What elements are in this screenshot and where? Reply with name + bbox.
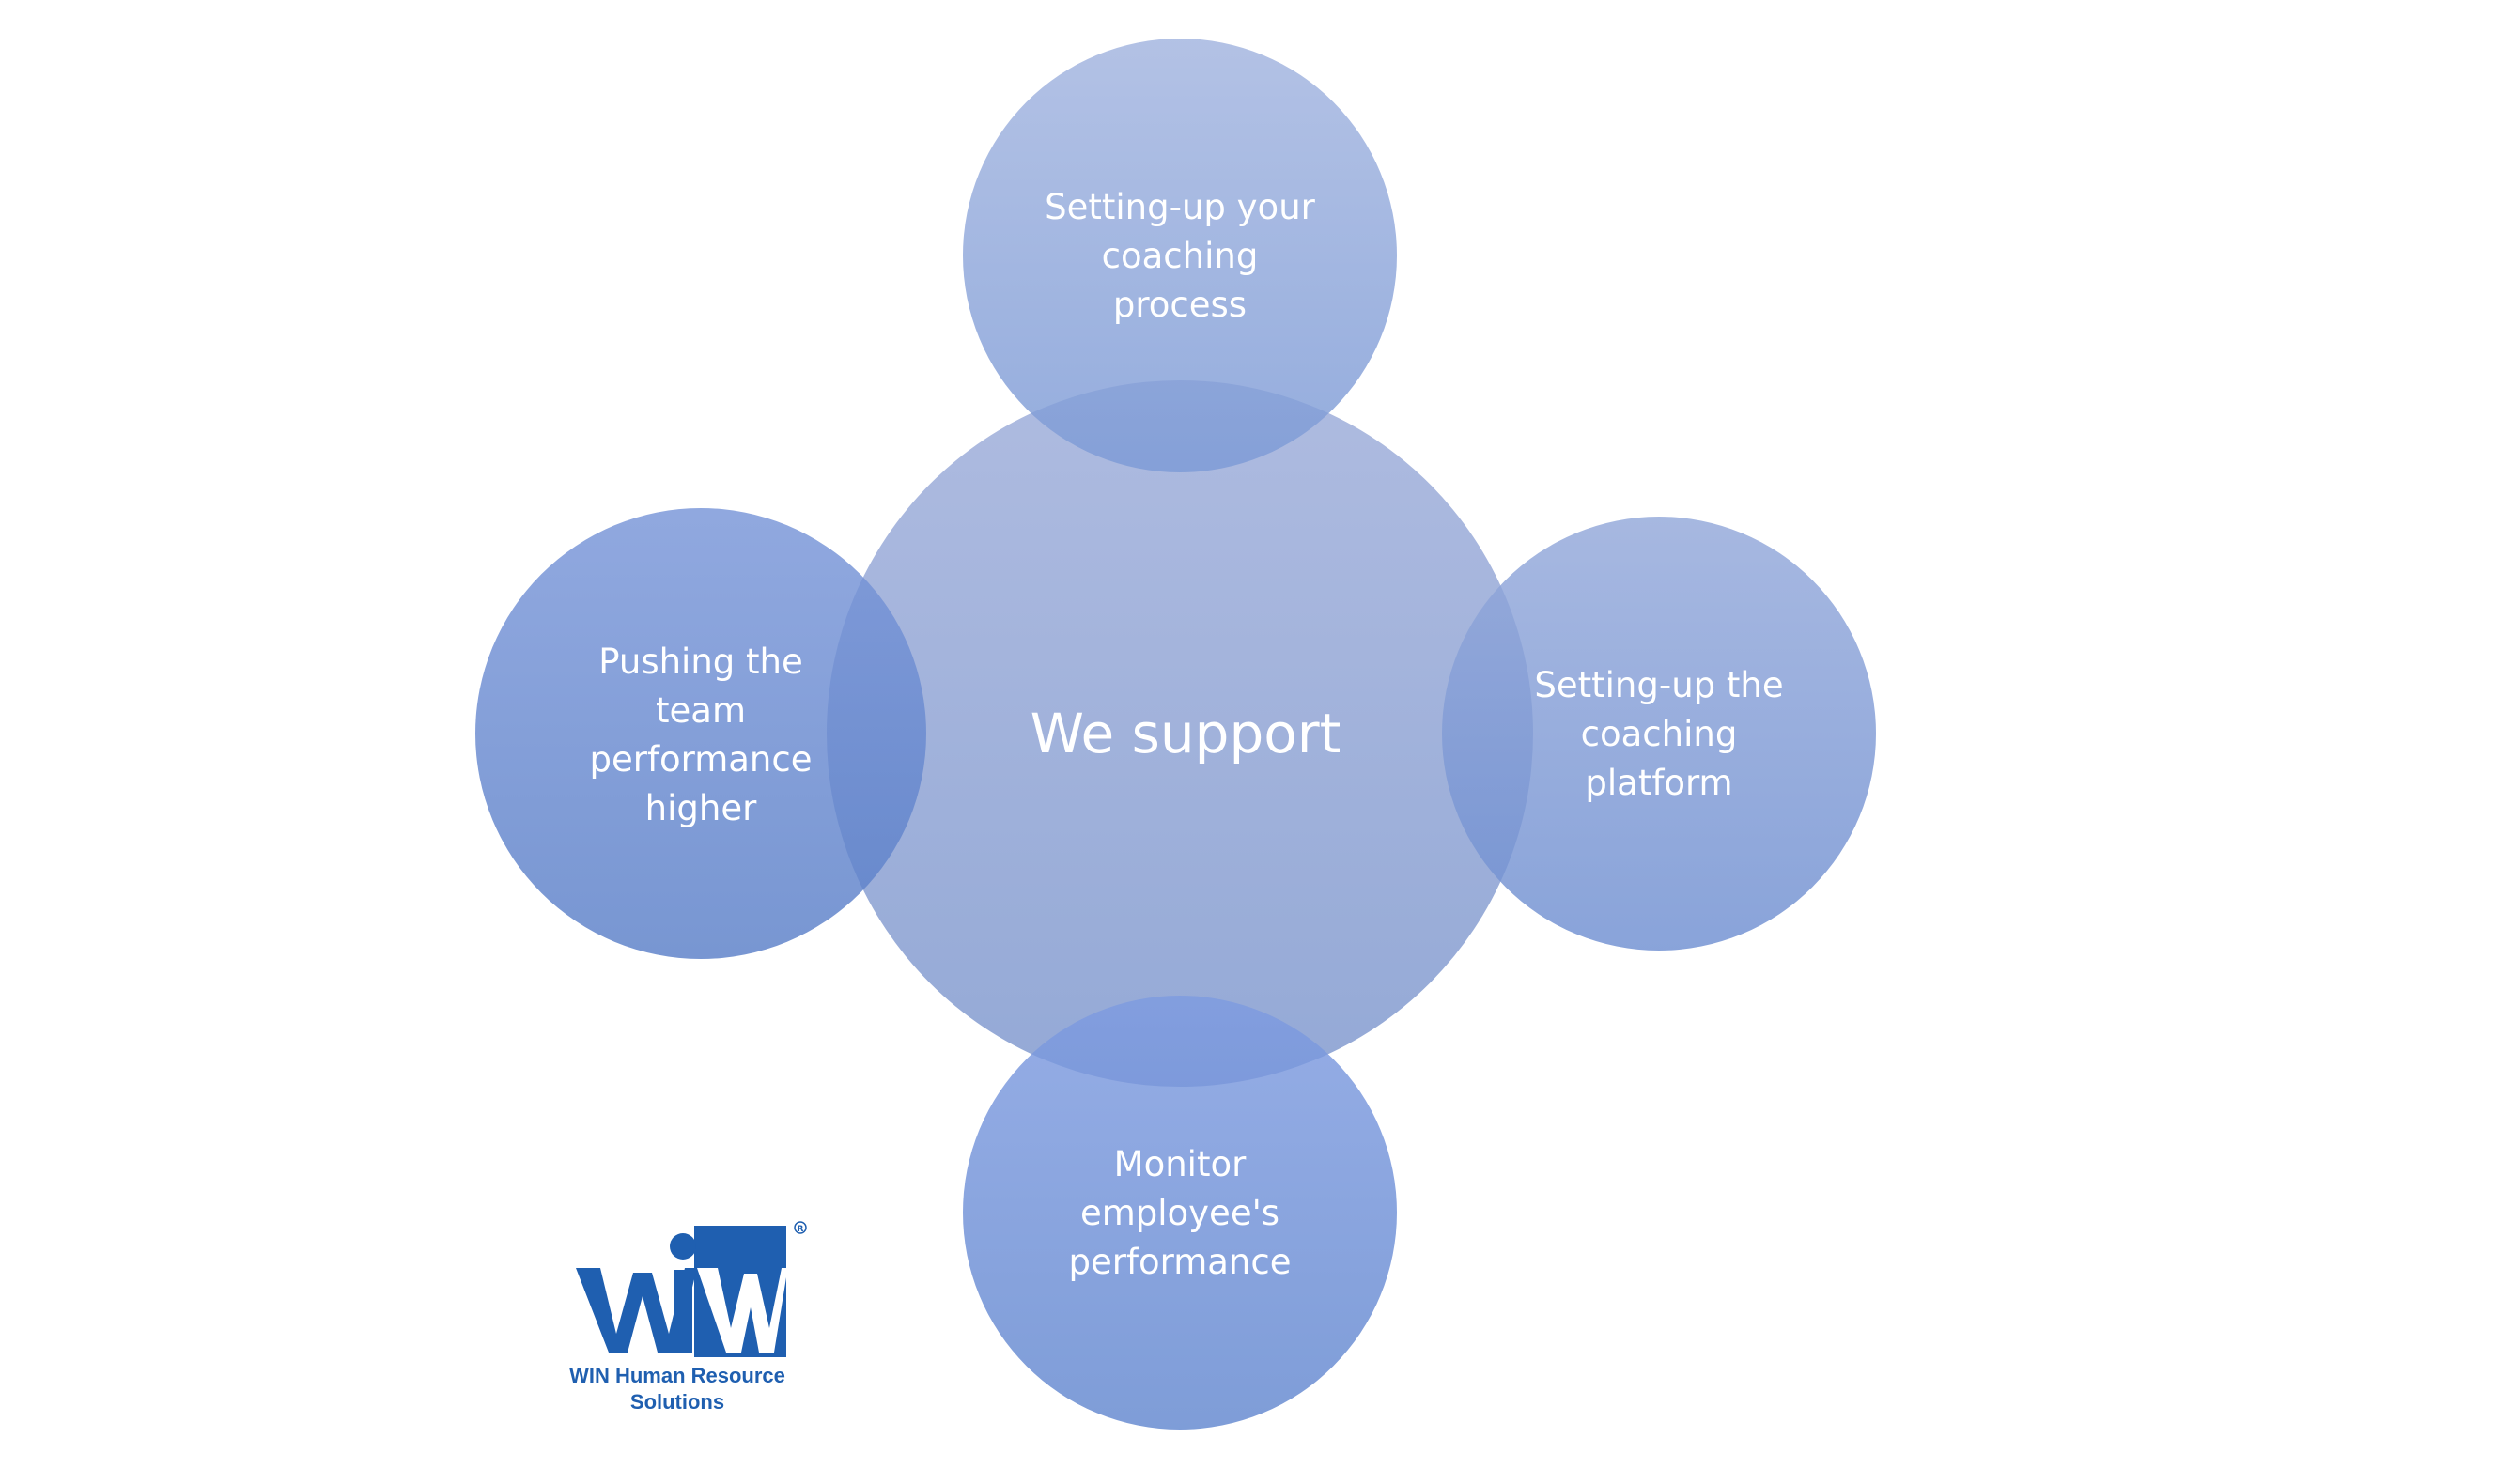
left-label-line: team bbox=[656, 690, 746, 731]
registered-mark-letter: R bbox=[798, 1225, 804, 1234]
top-node-label: Setting-up your coaching process bbox=[1045, 187, 1316, 325]
logo-i-dot bbox=[670, 1233, 696, 1260]
left-label-line: performance bbox=[590, 739, 813, 780]
left-circle bbox=[475, 508, 926, 959]
top-circle bbox=[963, 39, 1397, 472]
logo-caption-line2: Solutions bbox=[630, 1390, 724, 1414]
left-node-label: Pushing the team performance higher bbox=[590, 642, 813, 828]
right-label-line: platform bbox=[1585, 763, 1732, 803]
bottom-label-line: performance bbox=[1069, 1242, 1292, 1282]
win-logo: R WIN Human Resource Solutions bbox=[569, 1221, 807, 1414]
center-circle bbox=[827, 380, 1533, 1087]
logo-letter-w-right bbox=[697, 1268, 786, 1353]
top-label-line: process bbox=[1113, 285, 1247, 325]
bottom-node-label: Monitor employee's performance bbox=[1069, 1144, 1292, 1282]
bottom-label-line: Monitor bbox=[1114, 1144, 1247, 1184]
logo-caption-line1: WIN Human Resource bbox=[569, 1364, 785, 1387]
registered-mark-icon bbox=[794, 1221, 807, 1234]
top-label-line: coaching bbox=[1102, 236, 1259, 276]
right-node-label: Setting-up the coaching platform bbox=[1534, 665, 1783, 803]
left-label-line: higher bbox=[645, 788, 757, 828]
right-label-line: coaching bbox=[1581, 714, 1738, 754]
bottom-label-line: employee's bbox=[1080, 1193, 1279, 1233]
right-circle bbox=[1442, 517, 1876, 951]
logo-letter-i bbox=[674, 1270, 692, 1353]
top-label-line: Setting-up your bbox=[1045, 187, 1316, 227]
right-label-line: Setting-up the bbox=[1534, 665, 1783, 705]
center-label: We support bbox=[1031, 702, 1341, 765]
logo-letter-w-left bbox=[576, 1268, 697, 1353]
bottom-circle bbox=[963, 996, 1397, 1430]
left-label-line: Pushing the bbox=[598, 642, 803, 682]
